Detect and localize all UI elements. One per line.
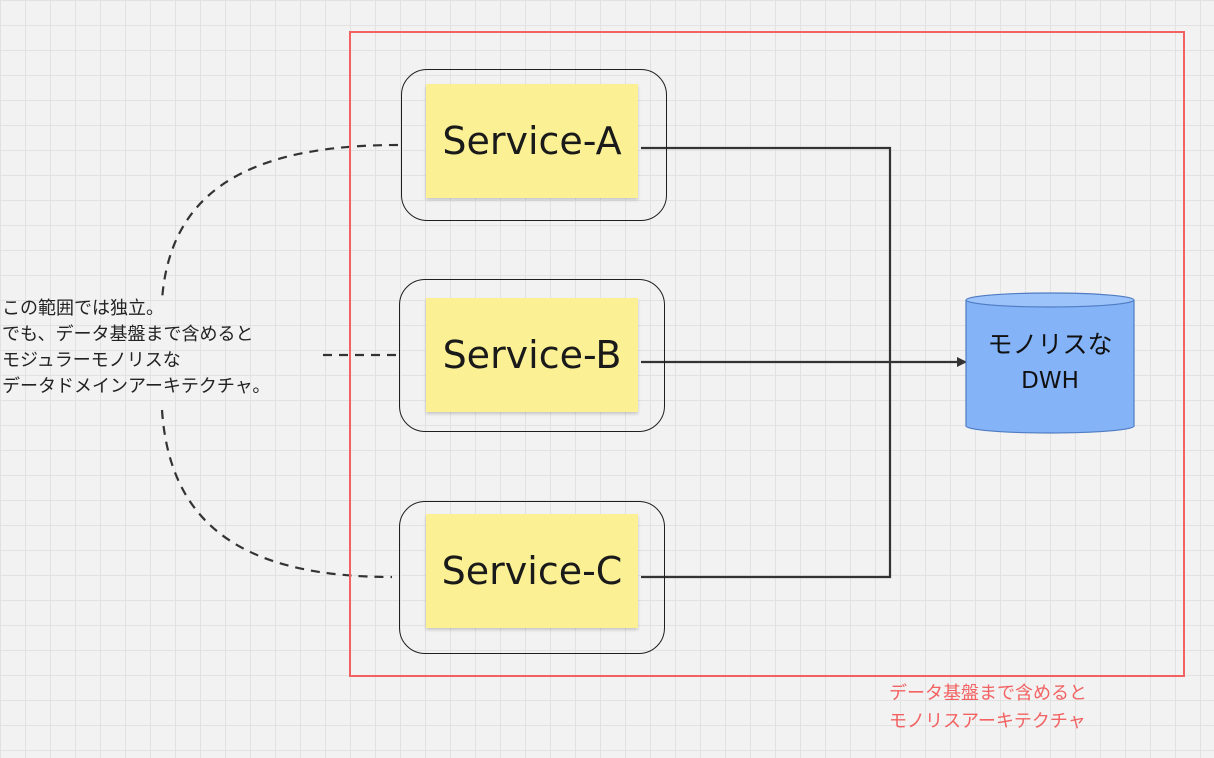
dashed-link-a [160,143,399,301]
connector-service-a [641,146,892,362]
database-cylinder [965,292,1135,434]
service-b-frame [399,279,665,432]
scope-caption[interactable]: データ基盤まで含めると モノリスアーキテクチャ [889,683,1087,732]
service-c-frame [399,501,665,654]
service-b-sticky[interactable]: Service-B [426,298,638,412]
connector-service-c [641,362,892,579]
monolith-scope-boundary [349,31,1185,677]
service-a-label: Service-A [442,119,622,163]
service-c-sticky[interactable]: Service-C [426,514,638,628]
service-a-sticky[interactable]: Service-A [426,84,638,198]
database-label[interactable]: モノリスな DWH [966,330,1134,396]
service-a-frame [401,69,667,221]
service-c-label: Service-C [441,549,623,593]
database-label-line2: DWH [1021,368,1079,394]
service-b-label: Service-B [442,333,622,377]
independence-note[interactable]: この範囲では独立。 でも、データ基盤まで含めると モジュラーモノリスな データド… [2,298,271,397]
dashed-link-c [160,409,393,579]
database-label-line1: モノリスな [987,330,1113,359]
